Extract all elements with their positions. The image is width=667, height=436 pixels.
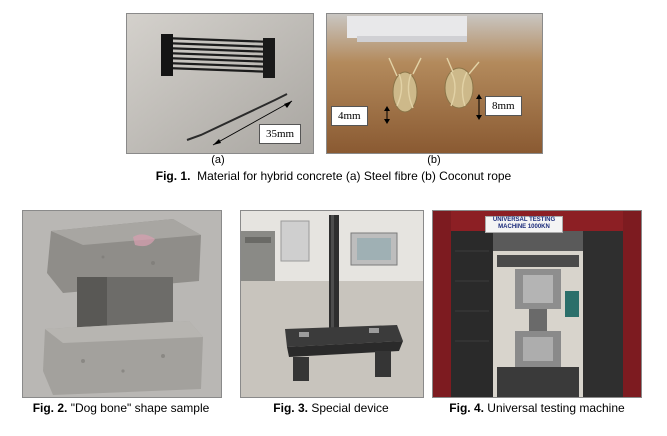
subfigure-label-b: (b) xyxy=(427,154,441,166)
machine-sign: UNIVERSAL TESTING MACHINE 1000KN xyxy=(485,216,563,233)
subfigure-label-a: (a) xyxy=(211,154,225,166)
figure-3-caption: Fig. 3. Special device xyxy=(273,401,389,415)
rope-diameter-callout-8mm: 8mm xyxy=(485,96,522,116)
universal-testing-machine-photo: UNIVERSAL TESTING MACHINE 1000KN xyxy=(432,210,642,398)
steel-fibre-photo: 35mm xyxy=(126,13,314,154)
figure-1-caption: Fig. 1. Material for hybrid concrete (a)… xyxy=(155,169,512,183)
figure-4-caption: Fig. 4. Universal testing machine xyxy=(449,401,625,415)
coconut-rope-photo: 4mm 8mm xyxy=(326,13,543,154)
special-device-photo xyxy=(240,210,424,398)
fibre-length-callout: 35mm xyxy=(259,124,302,144)
dog-bone-sample-photo xyxy=(22,210,222,398)
figure-2-caption: Fig. 2. "Dog bone" shape sample xyxy=(32,401,210,415)
rope-diameter-callout-4mm: 4mm xyxy=(331,106,368,126)
